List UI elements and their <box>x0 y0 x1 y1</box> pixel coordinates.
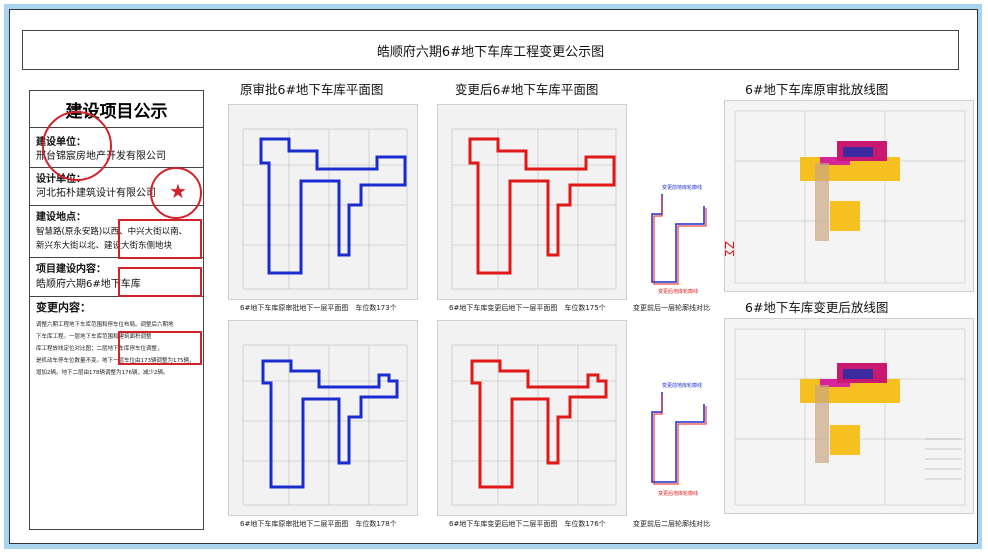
plan-original-b1 <box>228 104 418 300</box>
caption-original-b1: 6#地下车库原审批地下一层平面图 车位数173个 <box>240 304 397 312</box>
site-drawing: ΖΣ <box>725 110 966 284</box>
plan-changed-b1 <box>437 104 627 300</box>
label-before-b1: 变更前地库轮廓线 <box>662 185 703 191</box>
plan-original-b2 <box>228 320 418 516</box>
heading-original-plan: 原审批6#地下车库平面图 <box>240 82 384 97</box>
site-drawing <box>734 328 966 506</box>
plan-drawing <box>242 344 408 506</box>
page-title: 皓顺府六期6#地下车库工程变更公示图 <box>22 30 959 70</box>
divider <box>30 257 203 258</box>
outline-compare-b2: 变更前地库轮廓线 变更后地库轮廓线 <box>632 376 722 506</box>
caption-compare-b2: 变更前后二层轮廓线对比 <box>633 520 710 528</box>
site-plan-original: ΖΣ <box>724 100 974 292</box>
divider <box>30 205 203 206</box>
plan-drawing <box>451 128 617 290</box>
outline-drawing <box>651 194 707 285</box>
outline-drawing <box>651 392 707 485</box>
caption-changed-b2: 6#地下车库变更后地下二层平面图 车位数176个 <box>449 520 606 528</box>
heading-changed-plan: 变更后6#地下车库平面图 <box>455 82 599 97</box>
change-line: 下车库工程。一层地下车库范围和建筑面积调整 <box>36 334 152 340</box>
heading-site-changed: 6#地下车库变更后放线图 <box>745 300 889 315</box>
registration-stamp <box>118 219 202 259</box>
label-after-b1: 变更后地库轮廓线 <box>658 289 699 295</box>
change-line: 库工程放线定位对比图；二层地下车库停车位调整， <box>36 346 163 352</box>
designer-value: 河北拓朴建筑设计有限公司 <box>36 188 156 199</box>
change-line: 是机动车停车位数量不变。地下一层车位由173辆调整为175辆， <box>36 358 195 364</box>
site-plan-changed <box>724 318 974 514</box>
registration-stamp <box>118 267 202 297</box>
plan-drawing <box>242 128 408 290</box>
location-line-2: 新兴东大街以北、建设大街东侧地块 <box>36 241 173 251</box>
designer-label: 设计单位： <box>36 174 86 185</box>
design-institute-seal: ★ <box>150 167 202 219</box>
change-description: 调整六期工程地下车库范围和停车位布局。调整后六期地 下车库工程。一层地下车库范围… <box>36 319 200 379</box>
change-label: 变更内容： <box>36 301 91 314</box>
caption-compare-b1: 变更前后一层轮廓线对比 <box>633 304 710 312</box>
registration-stamp <box>118 331 202 365</box>
location-line-1: 智慧路(原永安路)以西、中兴大街以南、 <box>36 227 188 237</box>
project-notice-panel: 建设项目公示 建设单位： 邢台锦宸房地产开发有限公司 设计单位： 河北拓朴建筑设… <box>29 90 204 530</box>
inner-frame <box>9 9 978 544</box>
divider <box>30 167 203 168</box>
heading-site-original: 6#地下车库原审批放线图 <box>745 82 889 97</box>
caption-original-b2: 6#地下车库原审批地下二层平面图 车位数178个 <box>240 520 397 528</box>
svg-text:ΖΣ: ΖΣ <box>725 241 736 257</box>
plan-changed-b2 <box>437 320 627 516</box>
outline-compare-b1: 变更前地库轮廓线 变更后地库轮廓线 <box>632 178 722 302</box>
caption-changed-b1: 6#地下车库变更后地下一层平面图 车位数175个 <box>449 304 606 312</box>
location-label: 建设地点： <box>36 212 86 223</box>
label-after-b2: 变更后地库轮廓线 <box>658 491 699 497</box>
label-before-b2: 变更前地库轮廓线 <box>662 383 703 389</box>
project-label: 项目建设内容： <box>36 264 106 275</box>
company-seal <box>42 111 112 181</box>
divider <box>30 296 203 297</box>
plan-drawing <box>451 344 617 506</box>
change-line: 调整六期工程地下车库范围和停车位布局。调整后六期地 <box>36 322 174 328</box>
change-line: 增加2辆。地下二层由178辆调整为176辆，减少2辆。 <box>36 370 169 376</box>
project-value: 皓顺府六期6#地下车库 <box>36 279 141 290</box>
